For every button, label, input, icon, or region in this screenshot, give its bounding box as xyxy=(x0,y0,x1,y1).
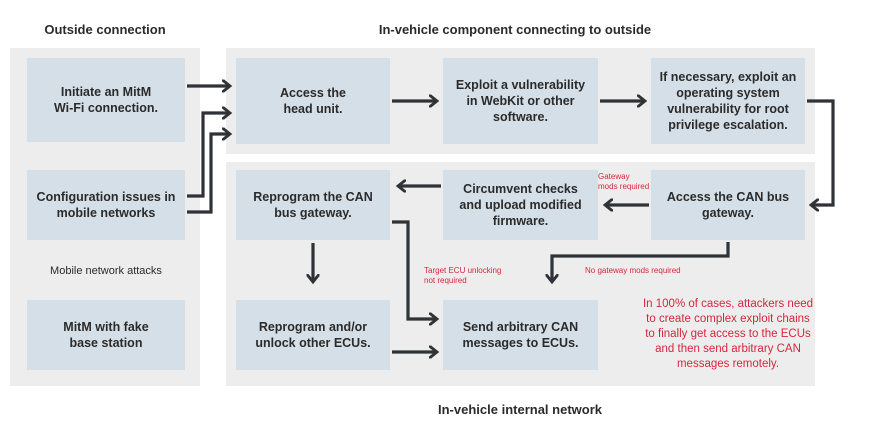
reprogram-can-gateway-box: Reprogram the CAN bus gateway. xyxy=(236,170,390,240)
mobile-config-issues-box: Configuration issues in mobile networks xyxy=(27,170,185,240)
mobile-network-attacks-label: Mobile network attacks xyxy=(50,265,162,277)
access-can-gateway-box: Access the CAN bus gateway. xyxy=(651,170,805,240)
access-head-unit-box: Access the head unit. xyxy=(236,58,390,144)
arrow-config-to-head-unit-1 xyxy=(187,113,229,198)
target-ecu-unlocking-note: Target ECU unlocking not required xyxy=(424,266,502,285)
mitm-wifi-box: Initiate an MitM Wi-Fi connection. xyxy=(27,58,185,142)
circumvent-checks-box: Circumvent checks and upload modified fi… xyxy=(443,170,598,240)
reprogram-ecus-box: Reprogram and/or unlock other ECUs. xyxy=(236,300,390,370)
send-can-messages-box: Send arbitrary CAN messages to ECUs. xyxy=(443,300,598,370)
exploit-webkit-box: Exploit a vulnerability in WebKit or oth… xyxy=(443,58,598,144)
exploit-chain-callout: In 100% of cases, attackers need to crea… xyxy=(642,298,814,370)
fake-base-station-box: MitM with fake base station xyxy=(27,300,185,370)
in-vehicle-internal-network-heading: In-vehicle internal network xyxy=(438,402,602,417)
no-gateway-mods-note: No gateway mods required xyxy=(585,266,681,275)
outside-connection-heading: Outside connection xyxy=(44,22,166,37)
exploit-os-box: If necessary, exploit an operating syste… xyxy=(651,58,805,144)
arrow-config-to-head-unit-2 xyxy=(187,134,229,214)
arrow-os-to-can-access xyxy=(807,99,835,205)
arrow-gateway-to-send-can xyxy=(392,220,436,319)
arrow-can-access-to-send-can xyxy=(552,242,730,281)
gateway-mods-required-note: Gateway mods required xyxy=(598,172,650,191)
in-vehicle-component-heading: In-vehicle component connecting to outsi… xyxy=(378,22,652,37)
